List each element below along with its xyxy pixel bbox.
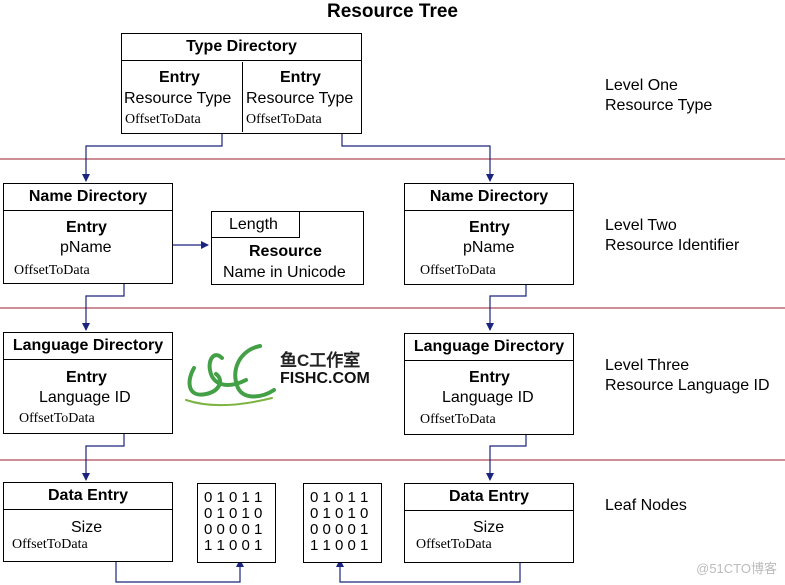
entry-label: Entry <box>66 369 107 386</box>
language-directory-header: Language Directory <box>4 333 172 360</box>
leaf-nodes-label: Leaf Nodes <box>605 497 687 514</box>
type-directory-divider <box>242 62 243 132</box>
entry-label: Entry <box>469 219 510 236</box>
level-two-label: Level Two Resource Identifier <box>605 217 740 254</box>
raw-data-bits: 0 1 0 1 1 0 1 0 1 0 0 0 0 0 1 1 1 0 0 1 <box>204 489 263 554</box>
name-directory-left: Name Directory Entry pName OffsetToData <box>3 183 173 284</box>
diagram-title: Resource Tree <box>327 1 458 22</box>
pname-label: pName <box>463 239 515 256</box>
length-cell: Length <box>212 212 300 238</box>
level-three-label: Level Three Resource Language ID <box>605 357 770 394</box>
offset-to-data-label: OffsetToData <box>12 537 88 552</box>
resource-name-box: Length Resource Name in Unicode <box>211 211 364 285</box>
pointer-arrow <box>115 546 244 583</box>
data-entry-right: Data Entry Size OffsetToData <box>404 483 574 563</box>
entry-label: Entry <box>469 369 510 386</box>
language-directory-left: Language Directory Entry Language ID Off… <box>3 332 173 434</box>
watermark: @51CTO博客 <box>696 561 777 576</box>
data-entry-left: Data Entry Size OffsetToData <box>3 482 173 562</box>
entry-label: Entry <box>159 69 200 86</box>
offset-to-data-label: OffsetToData <box>420 412 496 427</box>
level-one-label: Level One Resource Type <box>605 77 713 114</box>
data-entry-header: Data Entry <box>4 483 172 510</box>
raw-data-block-right: 0 1 0 1 1 0 1 0 1 0 0 0 0 0 1 1 1 0 0 1 <box>303 483 382 563</box>
name-directory-right: Name Directory Entry pName OffsetToData <box>404 183 574 285</box>
pname-label: pName <box>60 239 112 256</box>
offset-to-data-label: OffsetToData <box>125 112 201 127</box>
offset-to-data-label: OffsetToData <box>14 263 90 278</box>
resource-label: Resource <box>249 243 322 260</box>
name-in-unicode-label: Name in Unicode <box>223 264 346 281</box>
pointer-arrow <box>341 119 494 182</box>
name-directory-header: Name Directory <box>4 184 172 211</box>
offset-to-data-label: OffsetToData <box>246 112 322 127</box>
fishc-logo-graphic <box>185 344 276 407</box>
offset-to-data-label: OffsetToData <box>416 537 492 552</box>
entry-label: Entry <box>280 69 321 86</box>
resource-type-label: Resource Type <box>246 90 354 107</box>
offset-to-data-label: OffsetToData <box>420 263 496 278</box>
logo-chinese-text: 鱼C工作室 <box>280 351 361 370</box>
size-label: Size <box>473 519 505 536</box>
size-label: Size <box>71 519 103 536</box>
language-id-label: Language ID <box>39 389 131 406</box>
entry-label: Entry <box>66 219 107 236</box>
language-directory-right: Language Directory Entry Language ID Off… <box>404 333 574 435</box>
raw-data-block-left: 0 1 0 1 1 0 1 0 1 0 0 0 0 0 1 1 1 0 0 1 <box>197 483 276 563</box>
type-directory-header: Type Directory <box>122 34 361 61</box>
type-directory-box: Type Directory Entry Resource Type Offse… <box>121 33 362 134</box>
data-entry-header: Data Entry <box>405 484 573 511</box>
pointer-arrow <box>336 546 521 583</box>
name-directory-header: Name Directory <box>405 184 573 211</box>
resource-type-label: Resource Type <box>124 90 232 107</box>
raw-data-bits: 0 1 0 1 1 0 1 0 1 0 0 0 0 0 1 1 1 0 0 1 <box>310 489 369 554</box>
offset-to-data-label: OffsetToData <box>19 411 95 426</box>
logo-english-text: FISHC.COM <box>280 370 370 387</box>
length-label: Length <box>229 216 278 233</box>
language-directory-header: Language Directory <box>405 334 573 361</box>
language-id-label: Language ID <box>442 389 534 406</box>
